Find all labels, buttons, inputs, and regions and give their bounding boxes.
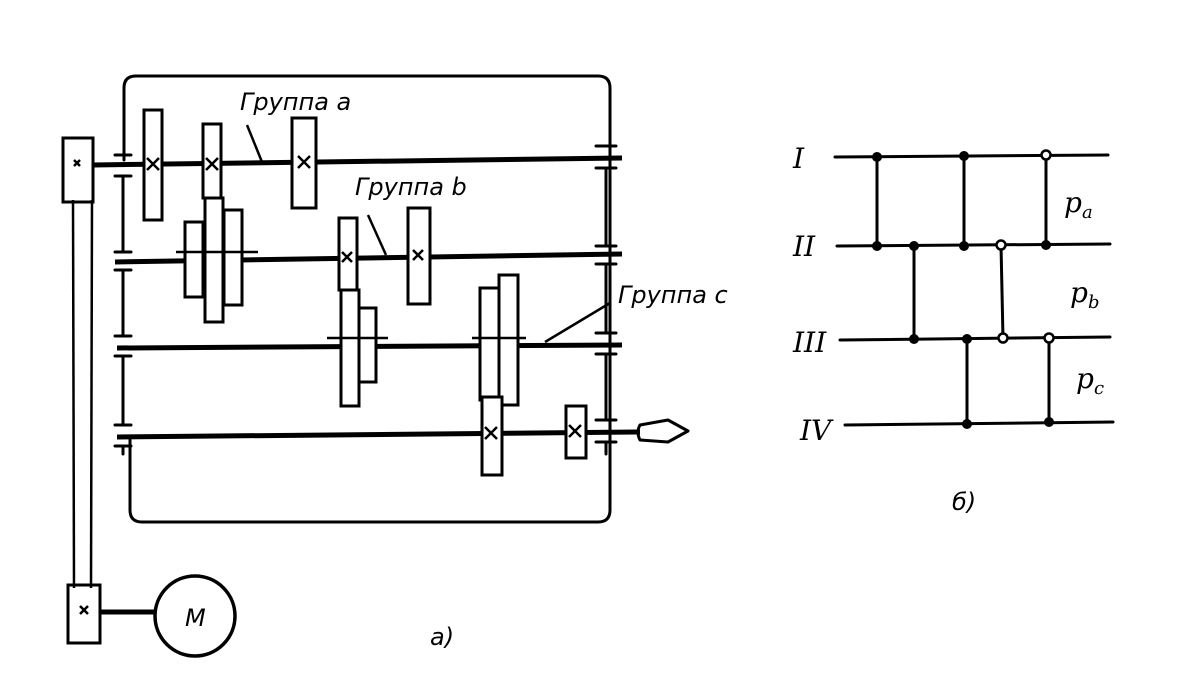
gear-a2: [201, 122, 223, 200]
belt-right: [89, 199, 94, 589]
group-b-label: Группа b: [355, 173, 467, 201]
grid-line-II: [835, 242, 1112, 248]
shaft-IV: [116, 429, 641, 440]
node: [909, 334, 919, 344]
grid-line-III: [838, 335, 1112, 342]
right-bearings: [594, 144, 618, 456]
shaft-label-III: III: [792, 326, 827, 359]
ratio-label-c: pc: [1076, 362, 1104, 399]
gear-d1: [480, 395, 504, 477]
open-node: [1043, 332, 1055, 344]
belt-left: [71, 199, 76, 589]
node: [1041, 240, 1051, 250]
node: [1044, 417, 1054, 427]
shaft-label-IV: IV: [799, 414, 834, 447]
structural-grid: I II III IV pa pb pc б): [792, 142, 1115, 516]
shaft-I: [92, 155, 623, 168]
figure-b-caption: б): [952, 488, 976, 516]
grid-open-nodes: [995, 149, 1055, 344]
shaft-label-II: II: [792, 230, 816, 263]
motor-label: M: [185, 604, 206, 632]
lower-pulley-cross: [79, 605, 89, 615]
grid-nodes: [872, 151, 1054, 429]
ratio-label-a: pa: [1064, 186, 1093, 223]
node: [962, 419, 972, 429]
left-bearings: [113, 153, 133, 456]
figure-a-caption: а): [430, 623, 454, 651]
group-a-label: Группа a: [240, 88, 351, 116]
group-c-label: Группа c: [618, 281, 728, 309]
open-node: [997, 332, 1009, 344]
node: [959, 241, 969, 251]
gearbox-scheme: M: [61, 74, 728, 658]
ratio-label-b: pb: [1070, 276, 1099, 313]
gear-c1: [478, 286, 501, 402]
gear-b-block-3: [222, 208, 244, 307]
output-spindle: [636, 418, 690, 444]
gear-b-block-1: [183, 220, 205, 299]
lower-pulley: [66, 583, 102, 645]
motor: [153, 574, 237, 658]
node: [872, 152, 882, 162]
upper-pulley-cross: [73, 159, 81, 167]
leader-line-a: [245, 124, 264, 163]
gear-b-block-2: [203, 196, 225, 324]
gear-c-block-2: [357, 306, 378, 384]
open-node: [995, 239, 1007, 251]
leader-line-b: [366, 214, 388, 256]
open-node: [1040, 149, 1052, 161]
gear-c-block-1: [339, 288, 361, 408]
node: [872, 241, 882, 251]
node: [959, 151, 969, 161]
belt-drive: [61, 136, 102, 645]
node: [962, 334, 972, 344]
gear-cross-icon: [146, 155, 311, 171]
gear-b1: [337, 216, 359, 292]
housing-outline: [122, 74, 612, 524]
ray-b: [999, 243, 1005, 340]
leader-line-c: [544, 301, 611, 344]
gear-cross-icon: [341, 249, 424, 263]
node: [909, 241, 919, 251]
upper-pulley: [61, 136, 95, 204]
shaft-label-I: I: [792, 142, 805, 175]
gear-cross-icon: [484, 424, 582, 440]
grid-line-IV: [843, 420, 1115, 427]
gear-c2: [497, 273, 520, 407]
